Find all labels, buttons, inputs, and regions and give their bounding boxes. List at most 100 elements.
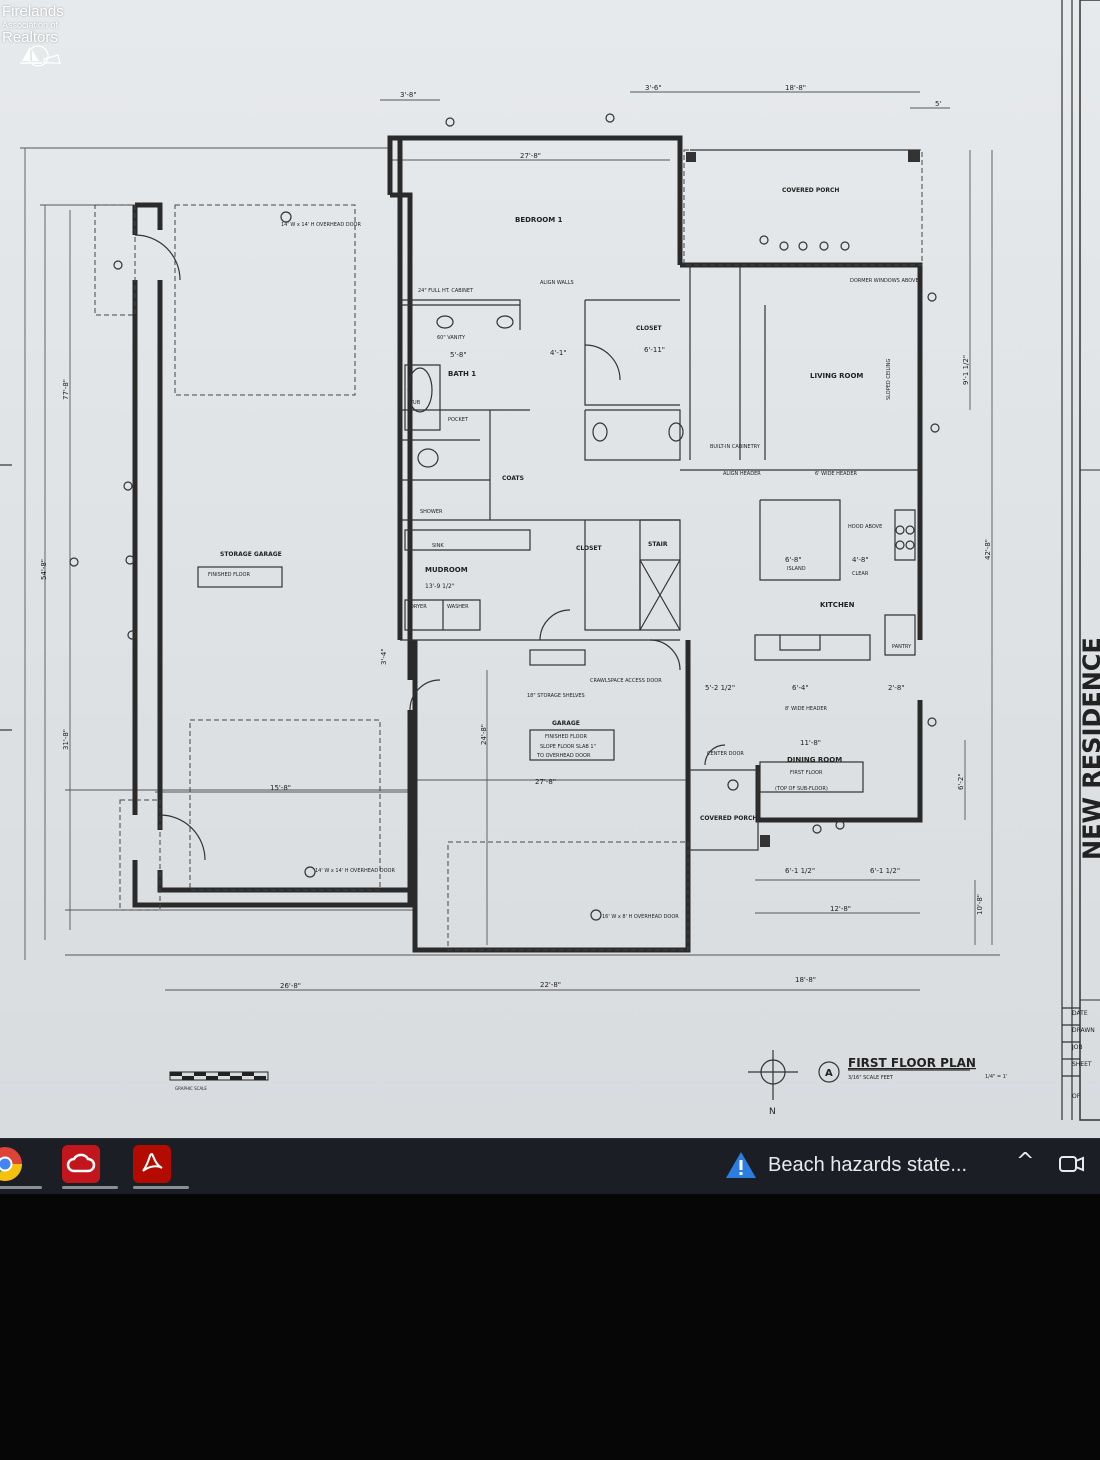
dim-porch-r: 6'-1 1/2": [870, 867, 900, 875]
label-pocket: POCKET: [448, 417, 469, 423]
taskbar-app-acrobat[interactable]: [133, 1145, 189, 1189]
label-closet2: CLOSET: [576, 545, 603, 552]
dim-right-low: 6'-2": [957, 773, 965, 790]
taskbar-app-creative-cloud[interactable]: [62, 1145, 118, 1189]
label-garage-note2: SLOPE FLOOR SLAB 1": [540, 744, 596, 750]
dim-bottom-mid: 22'-8": [540, 981, 561, 989]
tb-drawn: DRAWN: [1072, 1027, 1095, 1034]
label-closet: CLOSET: [636, 325, 663, 332]
label-center-door: CENTER DOOR: [707, 751, 744, 757]
label-storage-shelves: 18" STORAGE SHELVES: [527, 693, 585, 699]
dim-left-height: 77'-8": [62, 379, 70, 400]
label-sink: SINK: [432, 543, 444, 549]
project-title: NEW RESIDENCE: [1078, 637, 1100, 860]
dim-top-right: 18'-8": [785, 84, 806, 92]
label-tub: TUB: [409, 400, 421, 406]
label-covered-porch-top: COVERED PORCH: [782, 187, 839, 194]
label-built-in: BUILT-IN CABINETRY: [710, 444, 761, 450]
monitor-screen: NEW RESIDENCE DATE DRAWN JOB SHEET OF: [0, 0, 1100, 1138]
label-crawlspace: CRAWLSPACE ACCESS DOOR: [590, 678, 662, 684]
label-garage-note3: TO OVERHEAD DOOR: [536, 753, 591, 759]
detail-marker: A: [825, 1068, 833, 1079]
title-block: NEW RESIDENCE DATE DRAWN JOB SHEET OF: [1061, 0, 1100, 1121]
label-pantry: PANTRY: [892, 644, 912, 650]
tb-of: OF: [1072, 1093, 1081, 1100]
windows-taskbar: Beach hazards state... ^: [0, 1138, 1100, 1195]
dim-top-left: 3'-8": [400, 91, 417, 99]
creative-cloud-icon: [66, 1153, 96, 1173]
dim-top-mid: 3'-6": [645, 84, 662, 92]
label-header1: 6' WIDE HEADER: [815, 471, 858, 477]
label-header2: 8' WIDE HEADER: [785, 706, 828, 712]
dim-mud-h: 3'-4": [380, 648, 388, 665]
monitor-bezel-bottom: [0, 1194, 1100, 1460]
label-door-left-bottom: 14' W x 14' H OVERHEAD DOOR: [315, 868, 395, 874]
label-washer: WASHER: [447, 604, 469, 610]
watermark-line2: Association of: [2, 20, 59, 30]
meet-now-icon[interactable]: [1056, 1149, 1086, 1179]
label-coats: COATS: [502, 475, 524, 482]
label-covered-porch-bottom: COVERED PORCH: [700, 815, 757, 822]
tb-sheet: SHEET: [1072, 1061, 1092, 1068]
plan-scale-note: 3/16" SCALE FEET: [848, 1075, 894, 1081]
watermark-line1: Firelands: [2, 3, 64, 20]
dim-kitchen-e: 6'-4": [792, 684, 809, 692]
label-living: LIVING ROOM: [810, 372, 863, 380]
label-mudroom-dim: 13'-9 1/2": [425, 583, 455, 590]
label-vanity: 60" VANITY: [437, 335, 466, 341]
warning-icon: [726, 1152, 756, 1178]
label-dining-note1: FIRST FLOOR: [790, 770, 823, 776]
sheet-edge-marks: [0, 464, 12, 731]
dim-closet-w: 6'-11": [644, 346, 665, 354]
floor-plan[interactable]: NEW RESIDENCE DATE DRAWN JOB SHEET OF: [0, 0, 1100, 1138]
dim-porch-total: 12'-8": [830, 905, 851, 913]
label-bedroom: BEDROOM 1: [515, 216, 563, 224]
weather-alert-text: Beach hazards state...: [768, 1153, 968, 1176]
dim-bath-w2: 4'-1": [550, 349, 567, 357]
label-clear: CLEAR: [852, 571, 869, 577]
weather-alert-widget[interactable]: Beach hazards state...: [724, 1147, 967, 1183]
plan-title: FIRST FLOOR PLAN: [848, 1056, 976, 1070]
dim-bottom-right: 18'-8": [795, 976, 816, 984]
tb-job: JOB: [1071, 1044, 1083, 1051]
dim-right-mid: 9'-1 1/2": [962, 355, 970, 385]
label-garage: GARAGE: [552, 720, 580, 727]
label-shower: SHOWER: [420, 509, 443, 515]
dim-garage-width: 27'-8": [535, 778, 556, 786]
label-sloped-ceiling: SLOPED CEILING: [886, 359, 892, 400]
label-island: ISLAND: [787, 566, 806, 572]
tb-date: DATE: [1072, 1010, 1088, 1017]
watermark-line3: Realtors: [2, 29, 58, 46]
dim-bottom-left: 26'-8": [280, 982, 301, 990]
north-label: N: [769, 1107, 776, 1117]
label-hood: HOOD ABOVE: [848, 524, 882, 530]
dim-bath-w: 5'-8": [450, 351, 467, 359]
label-align-header: ALIGN HEADER: [723, 471, 761, 477]
show-hidden-icons-chevron-icon[interactable]: ^: [1016, 1149, 1035, 1174]
sailboat-logo-icon: [20, 45, 61, 67]
label-kitchen: KITCHEN: [820, 601, 855, 609]
dim-kitchen-d: 5'-2 1/2": [705, 684, 735, 692]
taskbar-app-chrome[interactable]: [0, 1145, 42, 1189]
realtor-watermark: Firelands Association of Realtors: [2, 4, 64, 71]
label-bath: BATH 1: [448, 370, 476, 378]
dim-storage-w: 15'-8": [270, 784, 291, 792]
dim-right-bottom: 10'-8": [976, 894, 984, 915]
dim-right-total: 42'-8": [984, 539, 992, 560]
label-dormer: DORMER WINDOWS ABOVE: [850, 278, 919, 284]
graphic-scale-label: GRAPHIC SCALE: [175, 1086, 207, 1091]
drawing-sheet: NEW RESIDENCE DATE DRAWN JOB SHEET OF: [0, 0, 1100, 1138]
label-door-top: 14' W x 14' H OVERHEAD DOOR: [281, 222, 361, 228]
label-dining-note2: (TOP OF SUB-FLOOR): [775, 786, 828, 792]
dim-island-h: 4'-8": [852, 556, 869, 564]
dim-top-far: 5': [935, 100, 941, 108]
dimension-lines: 3'-8" 3'-6" 18'-8" 5' 27'-8" 77'-8" 54'-…: [20, 84, 1000, 991]
chrome-icon: [0, 1147, 22, 1181]
dim-left-low: 31'-8": [62, 729, 70, 750]
dim-dining-w: 11'-8": [800, 739, 821, 747]
plan-sheet-ref: 1/4" = 1': [985, 1074, 1007, 1080]
label-stair: STAIR: [648, 541, 668, 548]
label-door-garage: 16' W x 8' H OVERHEAD DOOR: [602, 914, 679, 920]
acrobat-icon: [142, 1152, 163, 1172]
label-mudroom: MUDROOM: [425, 566, 468, 574]
